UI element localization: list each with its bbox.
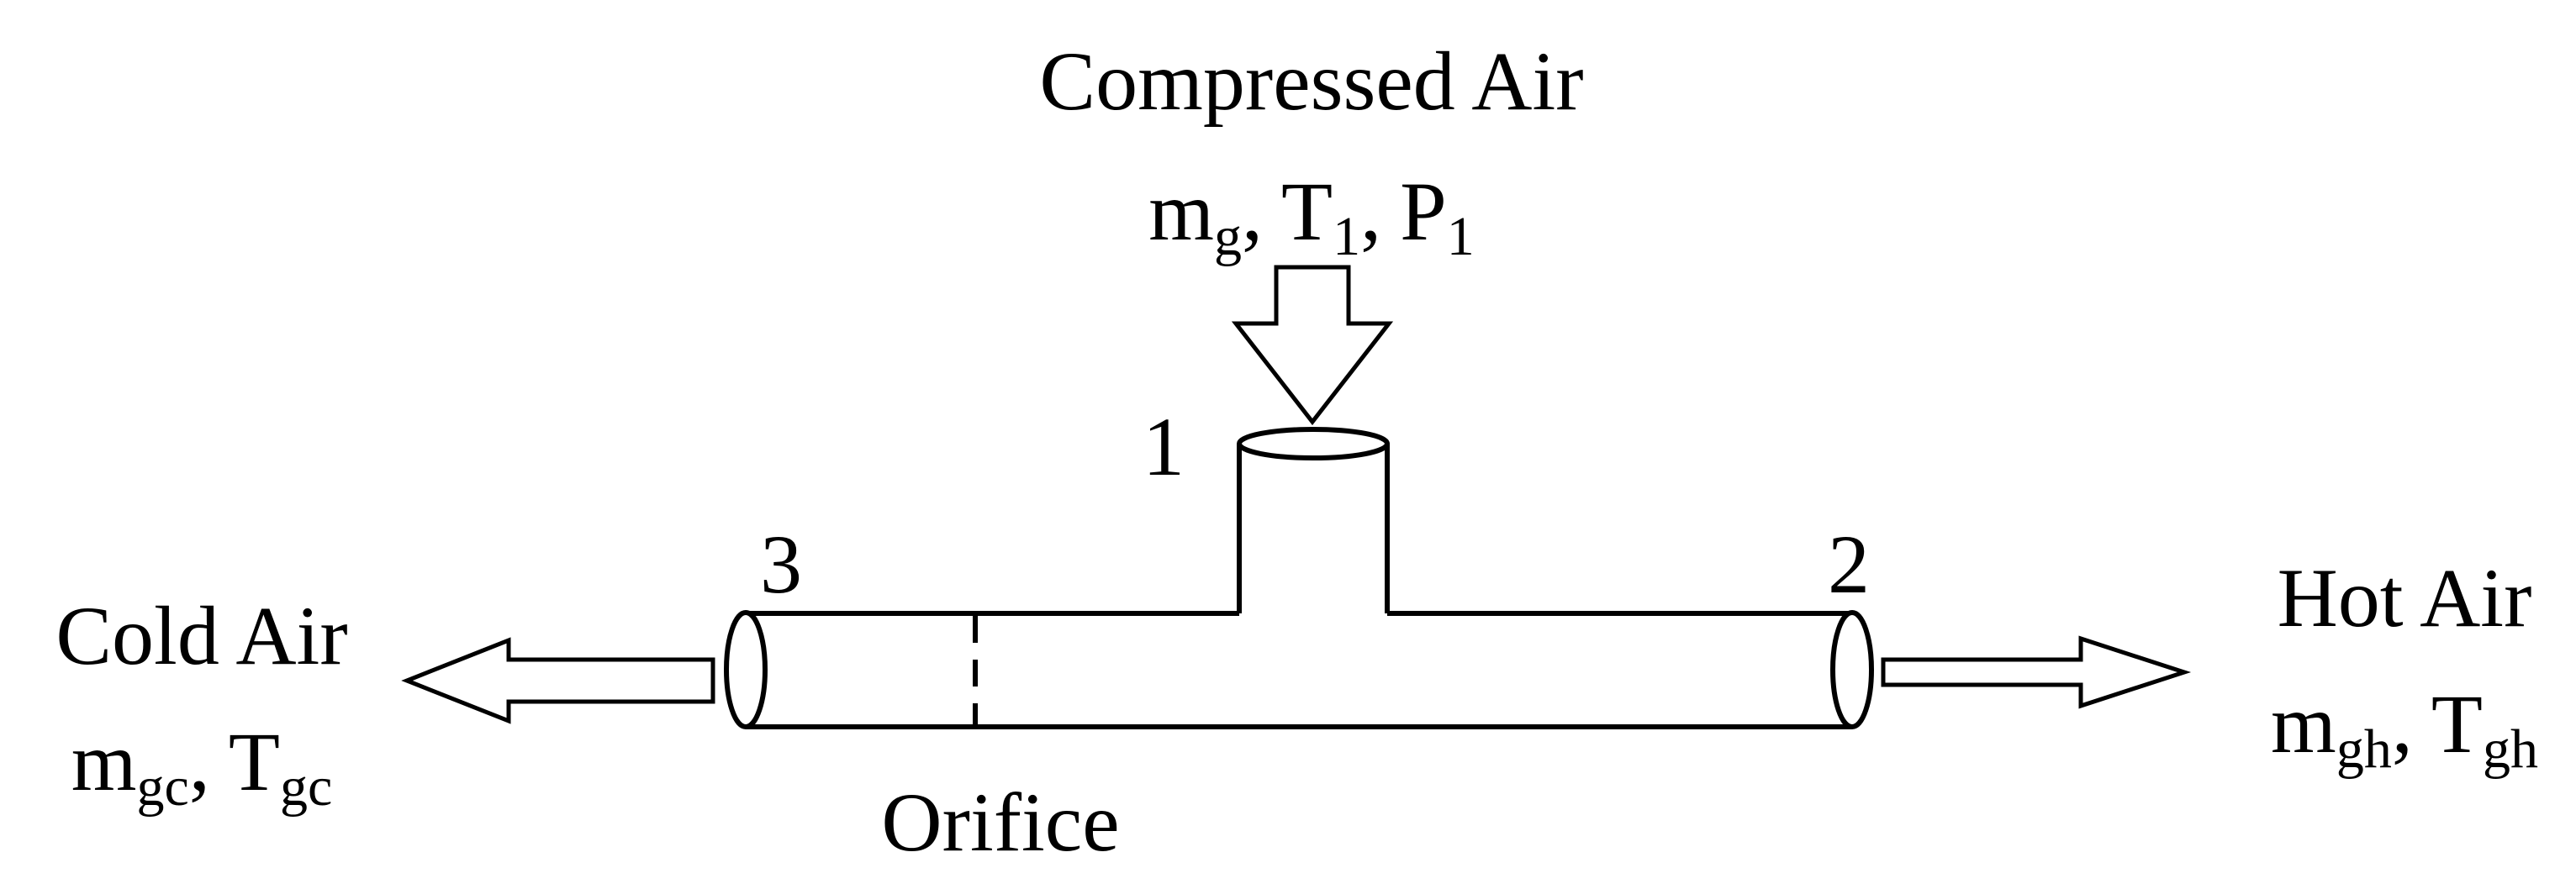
hot-outlet-title: Hot Air xyxy=(2278,551,2532,644)
vortex-tube xyxy=(746,444,1852,729)
inlet-opening xyxy=(1237,427,1390,460)
hot-end-opening xyxy=(1830,610,1874,729)
hot-temp-symbol: T xyxy=(2431,677,2483,771)
inlet-flow-sub: g xyxy=(1214,206,1242,267)
port-label-hot: 2 xyxy=(1828,518,1870,611)
hot-temp-sub: gh xyxy=(2483,718,2538,780)
inlet-flow-symbol: m xyxy=(1148,165,1214,258)
cold-outlet-params: mgc,Tgc xyxy=(71,715,332,818)
orifice-label: Orifice xyxy=(881,776,1119,869)
inlet-temp-symbol: T xyxy=(1281,165,1333,258)
inlet-temp-sub: 1 xyxy=(1333,206,1360,267)
cold-temp-symbol: T xyxy=(229,715,280,808)
cold-temp-sub: gc xyxy=(280,756,332,818)
inlet-title: Compressed Air xyxy=(1039,34,1583,128)
hot-outlet-params: mgh,Tgh xyxy=(2271,677,2538,780)
inlet-arrow xyxy=(1231,265,1394,426)
inlet-pressure-sub: 1 xyxy=(1447,206,1475,267)
hot-outlet-arrow xyxy=(1881,635,2192,709)
inlet-sep-2: , xyxy=(1360,165,1381,258)
port-label-inlet: 1 xyxy=(1143,400,1185,493)
hot-flow-symbol: m xyxy=(2271,677,2336,771)
cold-flow-sub: gc xyxy=(137,756,189,818)
cold-flow-symbol: m xyxy=(71,715,137,808)
cold-end-opening xyxy=(724,610,768,729)
hot-flow-sub: gh xyxy=(2336,718,2392,780)
hot-sep: , xyxy=(2392,677,2413,771)
inlet-params: mg,T1,P1 xyxy=(1148,165,1475,267)
cold-outlet-title: Cold Air xyxy=(55,589,347,682)
inlet-pressure-symbol: P xyxy=(1400,165,1447,258)
inlet-sep-1: , xyxy=(1242,165,1263,258)
port-label-cold: 3 xyxy=(760,518,802,611)
cold-outlet-arrow xyxy=(401,637,715,724)
cold-sep: , xyxy=(189,715,210,808)
